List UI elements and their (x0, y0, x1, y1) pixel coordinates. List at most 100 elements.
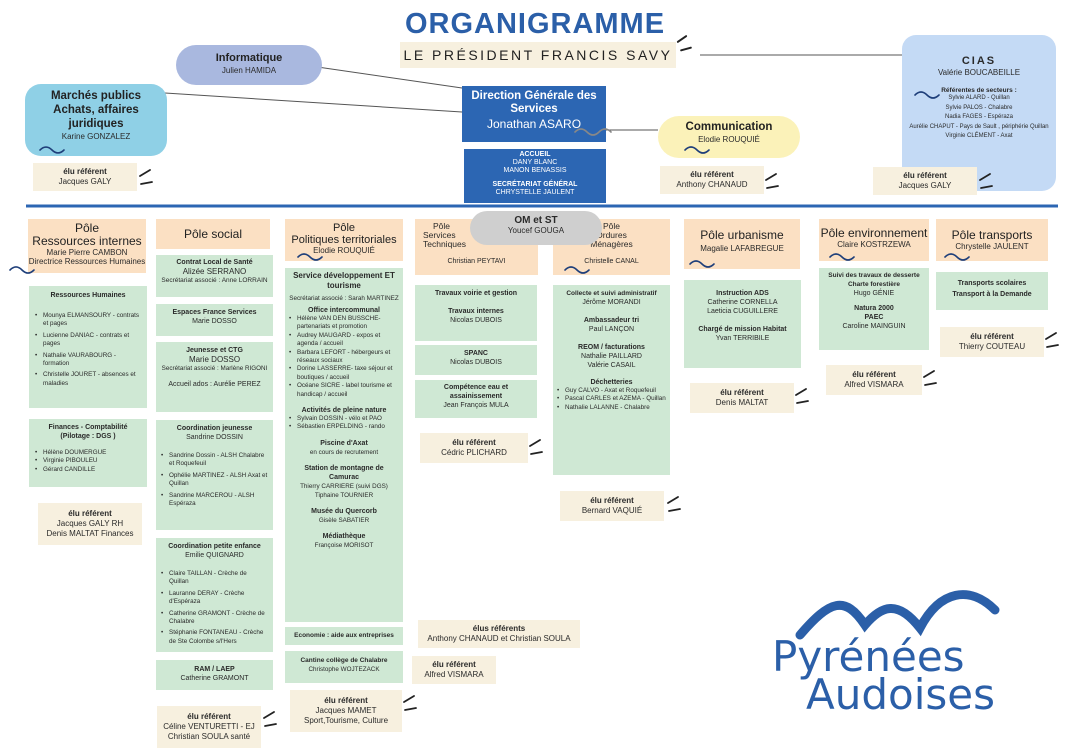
pole-env-header: Pôle environnement Claire KOSTRZEWA (819, 219, 929, 261)
jc-name: Marie DOSSO (188, 355, 241, 364)
list-item-text: Dorine LASSERRE- taxe séjour et boutique… (297, 365, 393, 381)
list-item-text: Sylvain DOSSIN - vélo et PAO (297, 415, 382, 423)
pole-pt-refs: élus référents Anthony CHANAUD et Christ… (418, 620, 580, 648)
mediatheque-name: Françoise MORISOT (314, 541, 374, 549)
bullet-icon: • (557, 403, 560, 411)
pole-om-ref: élu référent Bernard VAQUIÉ (560, 491, 664, 521)
collecte-name: Jérôme MORANDI (582, 299, 641, 306)
list-item: •Lauranne DERAY - Crèche d'Espéraza (161, 590, 268, 607)
coj-list: • Sandrine Dossin - ALSH Chalabre et Roqu… (161, 452, 268, 508)
pole-rh-header: Pôle Ressources internes Marie Pierre CA… (28, 219, 146, 273)
accueil-name-2: MANON BENASSIS (503, 167, 567, 174)
list-item-text: Claire TAILLAN - Crèche de Quillan (169, 570, 247, 586)
list-item: •Gérard CANDILLE (35, 466, 141, 474)
pole-urb-name: Magalie LAFABREGUE (700, 244, 784, 253)
bullet-icon: • (161, 491, 164, 499)
cias-sector-2: Sylvie PALOS - Chalabre (945, 104, 1013, 111)
collecte-title: Collecte et suivi administratif (566, 290, 657, 297)
eco-box: Economie : aide aux entreprises (285, 627, 403, 645)
list-item: • Dorine LASSERRE- taxe séjour et boutiqu… (289, 365, 399, 382)
ref-name: Bernard VAQUIÉ (581, 506, 643, 515)
list-item: •Claire TAILLAN - Crèche de Quillan (161, 570, 268, 587)
list-item-text: Sandrine MARCEROU - ALSH Espéraza (169, 491, 255, 508)
president-banner: LE PRÉSIDENT FRANCIS SAVY (400, 42, 676, 68)
ram-box: RAM / LAEP Catherine GRAMONT (156, 660, 273, 690)
spanc-box: SPANC Nicolas DUBOIS (415, 345, 537, 375)
ref-heading: élu référent (63, 167, 107, 176)
pole-env-name: Claire KOSTRZEWA (837, 240, 911, 249)
pole-urb-ref: élu référent Denis MALTAT (690, 383, 794, 413)
ti-name: Nicolas DUBOIS (450, 317, 502, 324)
station-title: Station de montagne de Camurac (304, 464, 384, 481)
ref-heading: élu référent (903, 171, 947, 180)
mediatheque-title: Médiathèque (322, 532, 366, 540)
communication-title: Communication (685, 121, 773, 133)
cias-sector-3: Nadia FAGES - Espéraza (944, 114, 1014, 120)
musee-name: Gisèle SABATIER (318, 516, 370, 524)
jc-secretariat: Secrétariat associé : Marlène RIGONI (161, 365, 268, 372)
eau-title: Compétence eau et assainissement (443, 384, 509, 400)
tr-box: Transports scolaires Transport à la Dema… (936, 272, 1048, 310)
list-item-text: Lauranne DERAY - Crèche d'Espéraza (169, 589, 245, 606)
pole-om-name: Christelle CANAL (584, 258, 639, 265)
list-item: •Guy CALVO - Axat et Roquefeuil (557, 387, 666, 395)
list-item: •Hélène VAN DEN BUSSCHE- partenariats et… (289, 315, 399, 332)
ref-name: Alfred VISMARA (424, 670, 484, 679)
ref-name-2: Christian SOULA santé (167, 732, 251, 741)
pole-rh-ref: élu référent Jacques GALY RH Denis MALTA… (38, 503, 142, 545)
pole-st-title-3: Techniques (423, 239, 467, 249)
refs-heading: élus référents (472, 624, 526, 633)
secretariat-name: CHRYSTELLE JAULENT (495, 189, 575, 196)
desserte-name: Hugo GÉNIE (853, 290, 895, 297)
list-item: •Pascal CARLES et AZEMA - Quillan (557, 395, 666, 403)
ram-name: Catherine GRAMONT (180, 675, 249, 682)
reom-name-2: Valérie CASAIL (587, 362, 636, 369)
ambassadeur-title: Ambassadeur tri (583, 317, 640, 324)
ref-heading: élu référent (690, 170, 734, 179)
ado-label: Accueil ados : Aurélie PEREZ (168, 381, 261, 388)
finances-box: Finances - Comptabilité (Pilotage : DGS … (29, 419, 147, 487)
bullet-icon: • (35, 312, 38, 319)
oi-list: •Hélène VAN DEN BUSSCHE- partenariats et… (289, 315, 399, 399)
tad-label: Transport à la Demande (952, 291, 1032, 298)
ref-name: Cédric PLICHARD (441, 448, 507, 457)
list-item: •Lucienne DANIAC - contrats et pages (35, 332, 141, 349)
pole-tr-ref: élu référent Thierry COUTEAU (940, 327, 1044, 357)
list-item: •Sylvain DOSSIN - vélo et PAO (289, 415, 399, 423)
finances-list: •Hélène DOUMERGUE•Virginie PIBOULEU•Géra… (35, 449, 141, 474)
bullet-icon: • (289, 365, 292, 373)
ref-heading: élu référent (68, 509, 112, 518)
cpe-list: •Claire TAILLAN - Crèche de Quillan•Laur… (161, 570, 268, 646)
bullet-icon: • (161, 609, 164, 617)
musee-title: Musée du Quercorb (311, 507, 377, 515)
efs-title: Espaces France Services (172, 309, 257, 316)
bullet-icon: • (289, 382, 292, 390)
pole-pt-ref: élu référent Jacques MAMET Sport,Tourism… (290, 690, 402, 732)
pole-urb-title: Pôle urbanisme (700, 228, 784, 242)
bullet-icon: • (35, 331, 38, 339)
ref-heading: élu référent (452, 438, 496, 447)
cias-sector-5: Virginie CLÉMENT - Axat (945, 133, 1013, 139)
accueil-title: ACCUEIL (519, 151, 551, 158)
natura-title-1: Natura 2000 (854, 305, 894, 312)
env-box: Suivi des travaux de desserte Charte for… (819, 268, 929, 350)
coj-name: Sandrine DOSSIN (186, 434, 243, 441)
habitat-name: Yvan TERRIBILE (715, 335, 770, 342)
apn-title: Activités de pleine nature (301, 407, 387, 415)
bullet-icon: • (161, 629, 164, 637)
ref-heading: élu référent (432, 660, 476, 669)
list-item: •Audrey MAUGARD - expos et agenda / accu… (289, 332, 399, 349)
coj-title: Coordination jeunesse (176, 425, 253, 432)
list-item: •Océane SICRE - label tourisme et handic… (289, 382, 399, 399)
efs-name: Marie DOSSO (192, 318, 237, 325)
cls-name: Alizée SERRANO (182, 267, 247, 276)
ref-name-1: Jacques MAMET (315, 706, 377, 715)
dg-name: Jonathan ASARO (486, 117, 582, 131)
accueil-name-1: DANY BLANC (512, 159, 558, 166)
informatique-name: Julien HAMIDA (221, 66, 277, 75)
page-title: ORGANIGRAMME (404, 8, 666, 40)
list-item-text: Sandrine Dossin - ALSH Chalabre et Roque… (169, 452, 265, 468)
ref-heading: élu référent (720, 388, 764, 397)
list-item: •Ophélie MARTINEZ - ALSH Axat et Quillan (161, 472, 268, 489)
habitat-title: Chargé de mission Habitat (698, 326, 787, 333)
